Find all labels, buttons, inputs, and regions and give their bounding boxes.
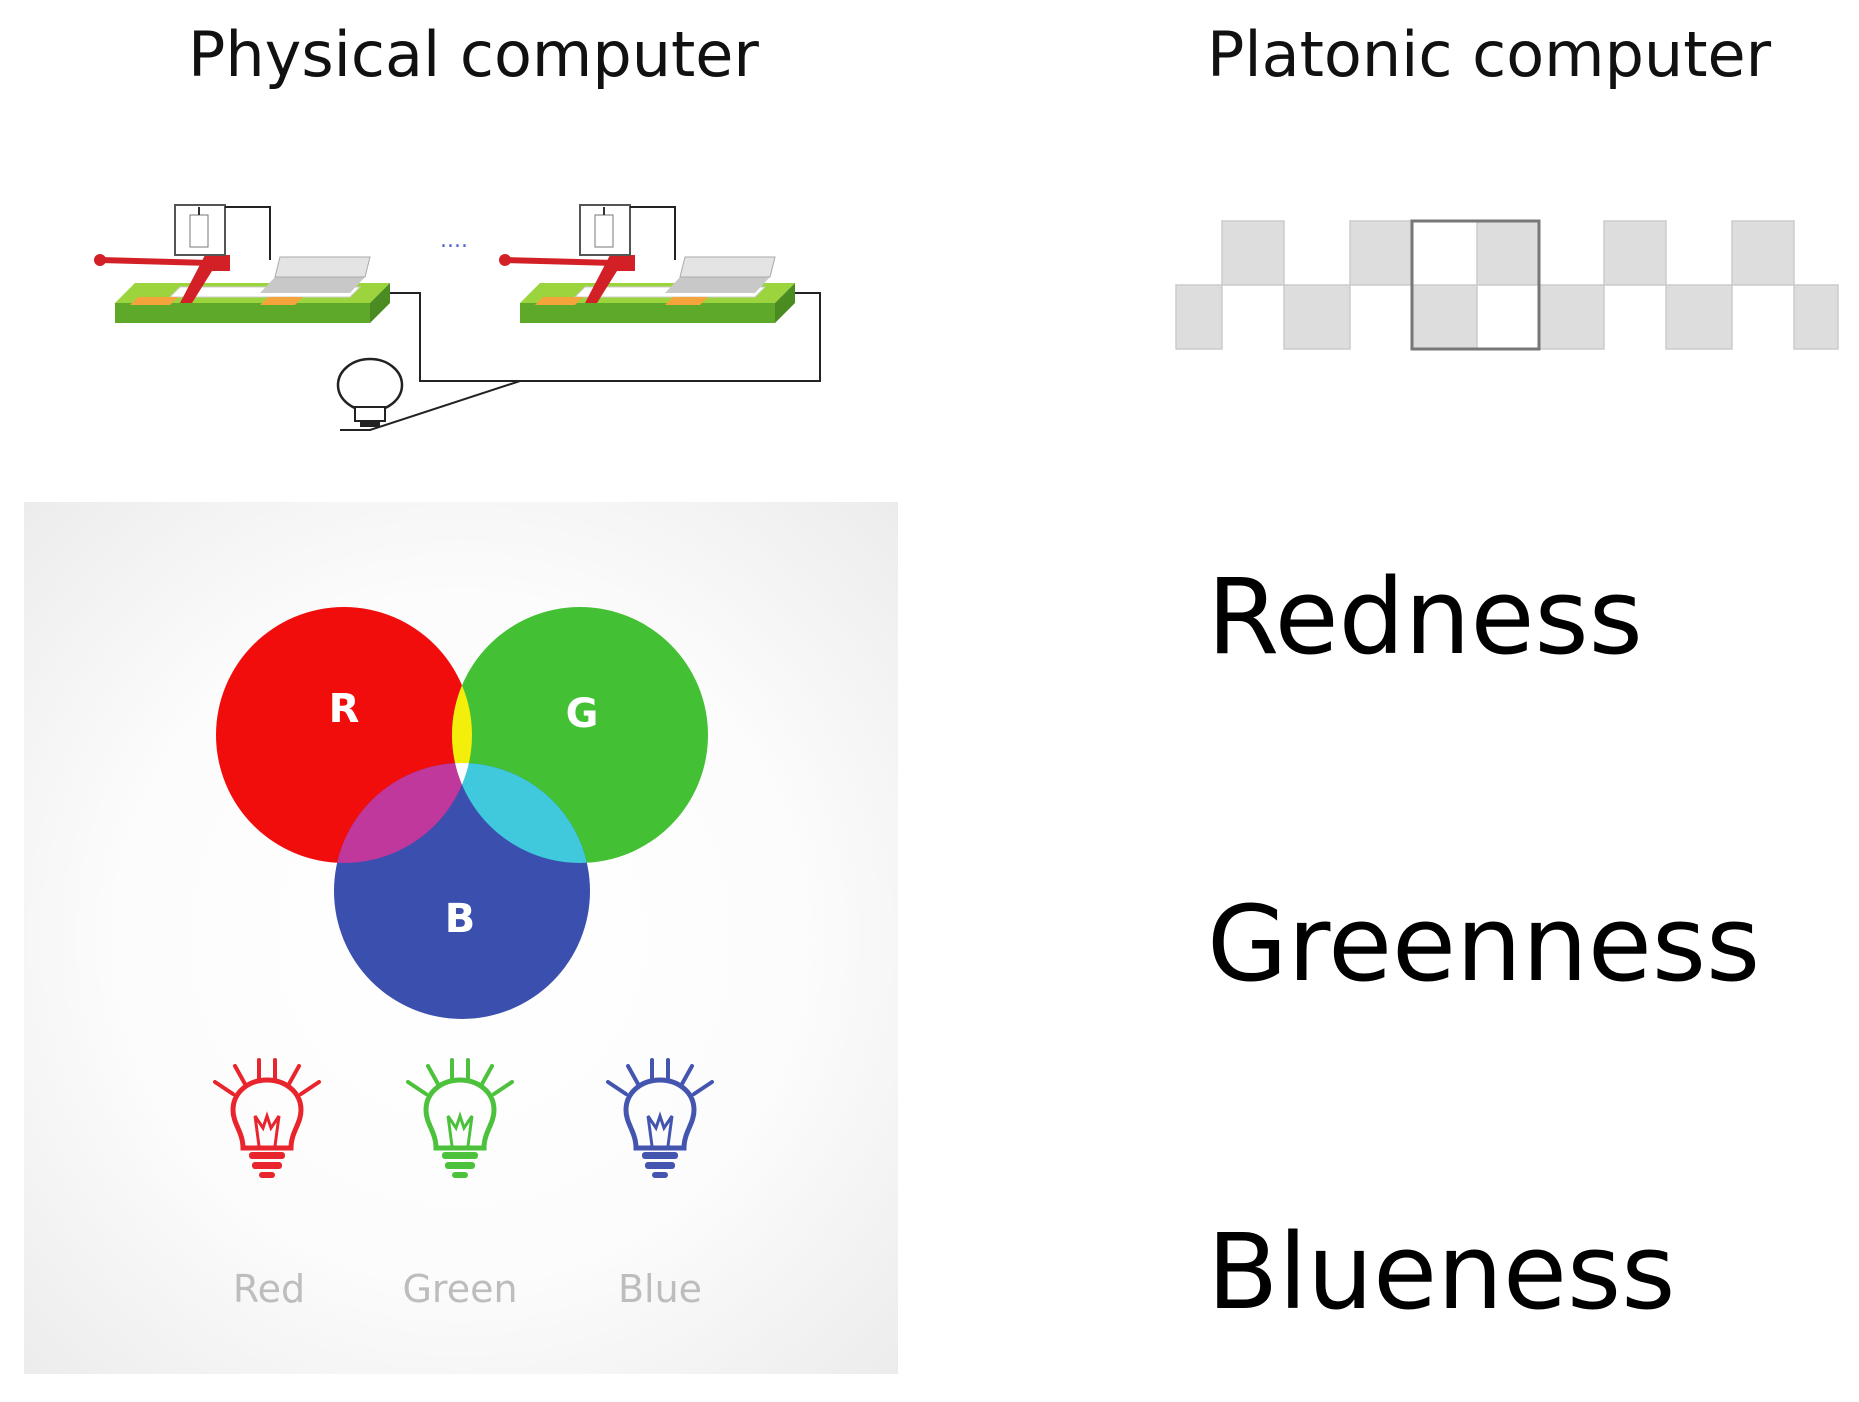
cyan-overlap: [452, 763, 590, 863]
physical-computer-heading: Physical computer: [188, 18, 759, 91]
transistor-unit-2: [499, 204, 795, 323]
circuit-svg: ....: [94, 204, 821, 431]
rgb-venn-diagram: R G B: [213, 607, 714, 1178]
tile-highlight-frame: [1410, 219, 1541, 351]
quality-blueness: Blueness: [1207, 1211, 1676, 1333]
circuit-ellipsis: ....: [440, 228, 468, 253]
quality-greenness: Greenness: [1207, 883, 1761, 1005]
rgb-color-panel: R G B: [24, 502, 898, 1374]
bulb-label-red: Red: [232, 1267, 306, 1311]
bulb-label-green: Green: [402, 1267, 518, 1311]
circuit-illustration: ....: [70, 185, 845, 435]
blue-bulb-icon: [606, 1058, 714, 1178]
venn-label-g: G: [566, 691, 599, 737]
bulb-label-blue: Blue: [617, 1267, 703, 1311]
circuit-wires: [340, 292, 821, 431]
red-bulb-icon: [213, 1058, 321, 1178]
transistor-unit-1: [94, 204, 390, 323]
platonic-computer-heading: Platonic computer: [1207, 18, 1772, 91]
green-bulb-icon: [406, 1058, 514, 1178]
magenta-overlap: [334, 763, 472, 863]
light-bulb-icon: [336, 357, 404, 427]
platonic-tile-pattern: [1175, 219, 1839, 351]
venn-label-b: B: [445, 896, 476, 942]
quality-redness: Redness: [1207, 556, 1643, 678]
venn-label-r: R: [329, 686, 360, 732]
